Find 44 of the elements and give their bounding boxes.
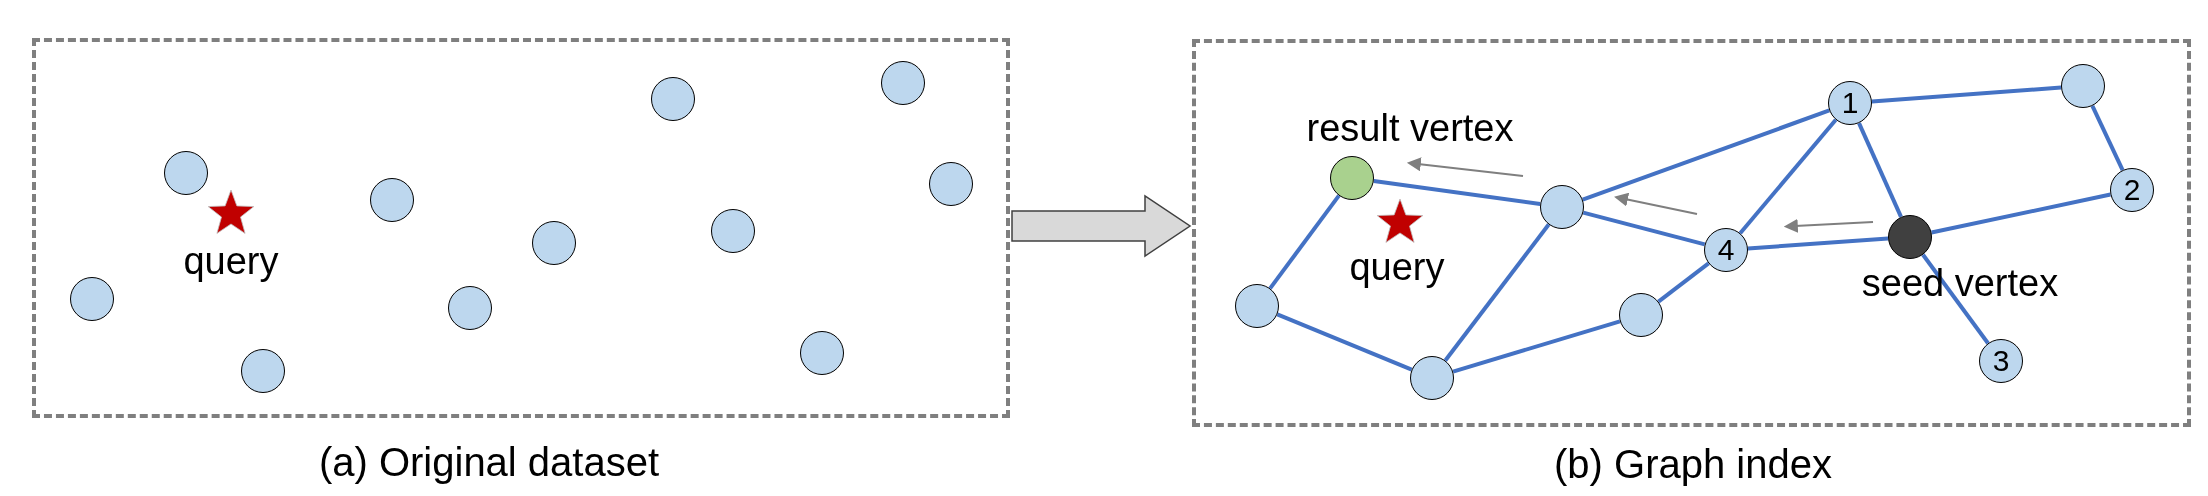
vertex-circle: 1	[1828, 81, 1872, 125]
vertex-circle	[241, 349, 285, 393]
graph-edge	[1276, 312, 1413, 372]
vertex-label: seed vertex	[1861, 264, 2059, 302]
vertex-circle	[711, 209, 755, 253]
vertex-circle	[70, 277, 114, 321]
vertex-circle	[881, 61, 925, 105]
vertex-circle	[164, 151, 208, 195]
vertex-circle	[2061, 64, 2105, 108]
graph-edge	[1373, 179, 1541, 206]
graph-edge	[1452, 319, 1621, 374]
graph-edge	[1931, 192, 2111, 235]
graph-edge	[1857, 122, 1903, 218]
vertex-label: query	[1349, 248, 1445, 286]
graph-edge	[2090, 105, 2125, 171]
vertex-circle: 2	[2110, 168, 2154, 212]
panel-caption: (b) Graph index	[1554, 442, 1832, 487]
graph-edge	[1443, 223, 1551, 362]
vertex-circle	[448, 286, 492, 330]
graph-edge	[1747, 236, 1889, 251]
graph-edge	[1582, 210, 1706, 247]
vertex-label: result vertex	[1306, 109, 1514, 147]
panel-caption: (a) Original dataset	[318, 440, 660, 485]
vertex-circle: 3	[1979, 339, 2023, 383]
vertex-circle	[800, 331, 844, 375]
graph-edge	[1582, 108, 1830, 202]
vertex-circle	[532, 221, 576, 265]
graph-edge	[1657, 261, 1710, 304]
vertex-circle	[1540, 185, 1584, 229]
graph-edge	[1871, 85, 2062, 104]
vertex-circle	[1410, 356, 1454, 400]
vertex-circle	[1330, 156, 1374, 200]
vertex-circle	[1888, 215, 1932, 259]
vertex-circle	[370, 178, 414, 222]
vertex-label: query	[183, 242, 279, 280]
vertex-circle	[1619, 293, 1663, 337]
graph-edge	[1738, 118, 1838, 235]
graph-edge	[1268, 194, 1341, 290]
vertex-circle	[1235, 284, 1279, 328]
block-arrow	[1011, 194, 1192, 258]
vertex-circle	[929, 162, 973, 206]
vertex-circle: 4	[1704, 228, 1748, 272]
graph-edge	[1921, 253, 1990, 345]
vertex-circle	[651, 77, 695, 121]
